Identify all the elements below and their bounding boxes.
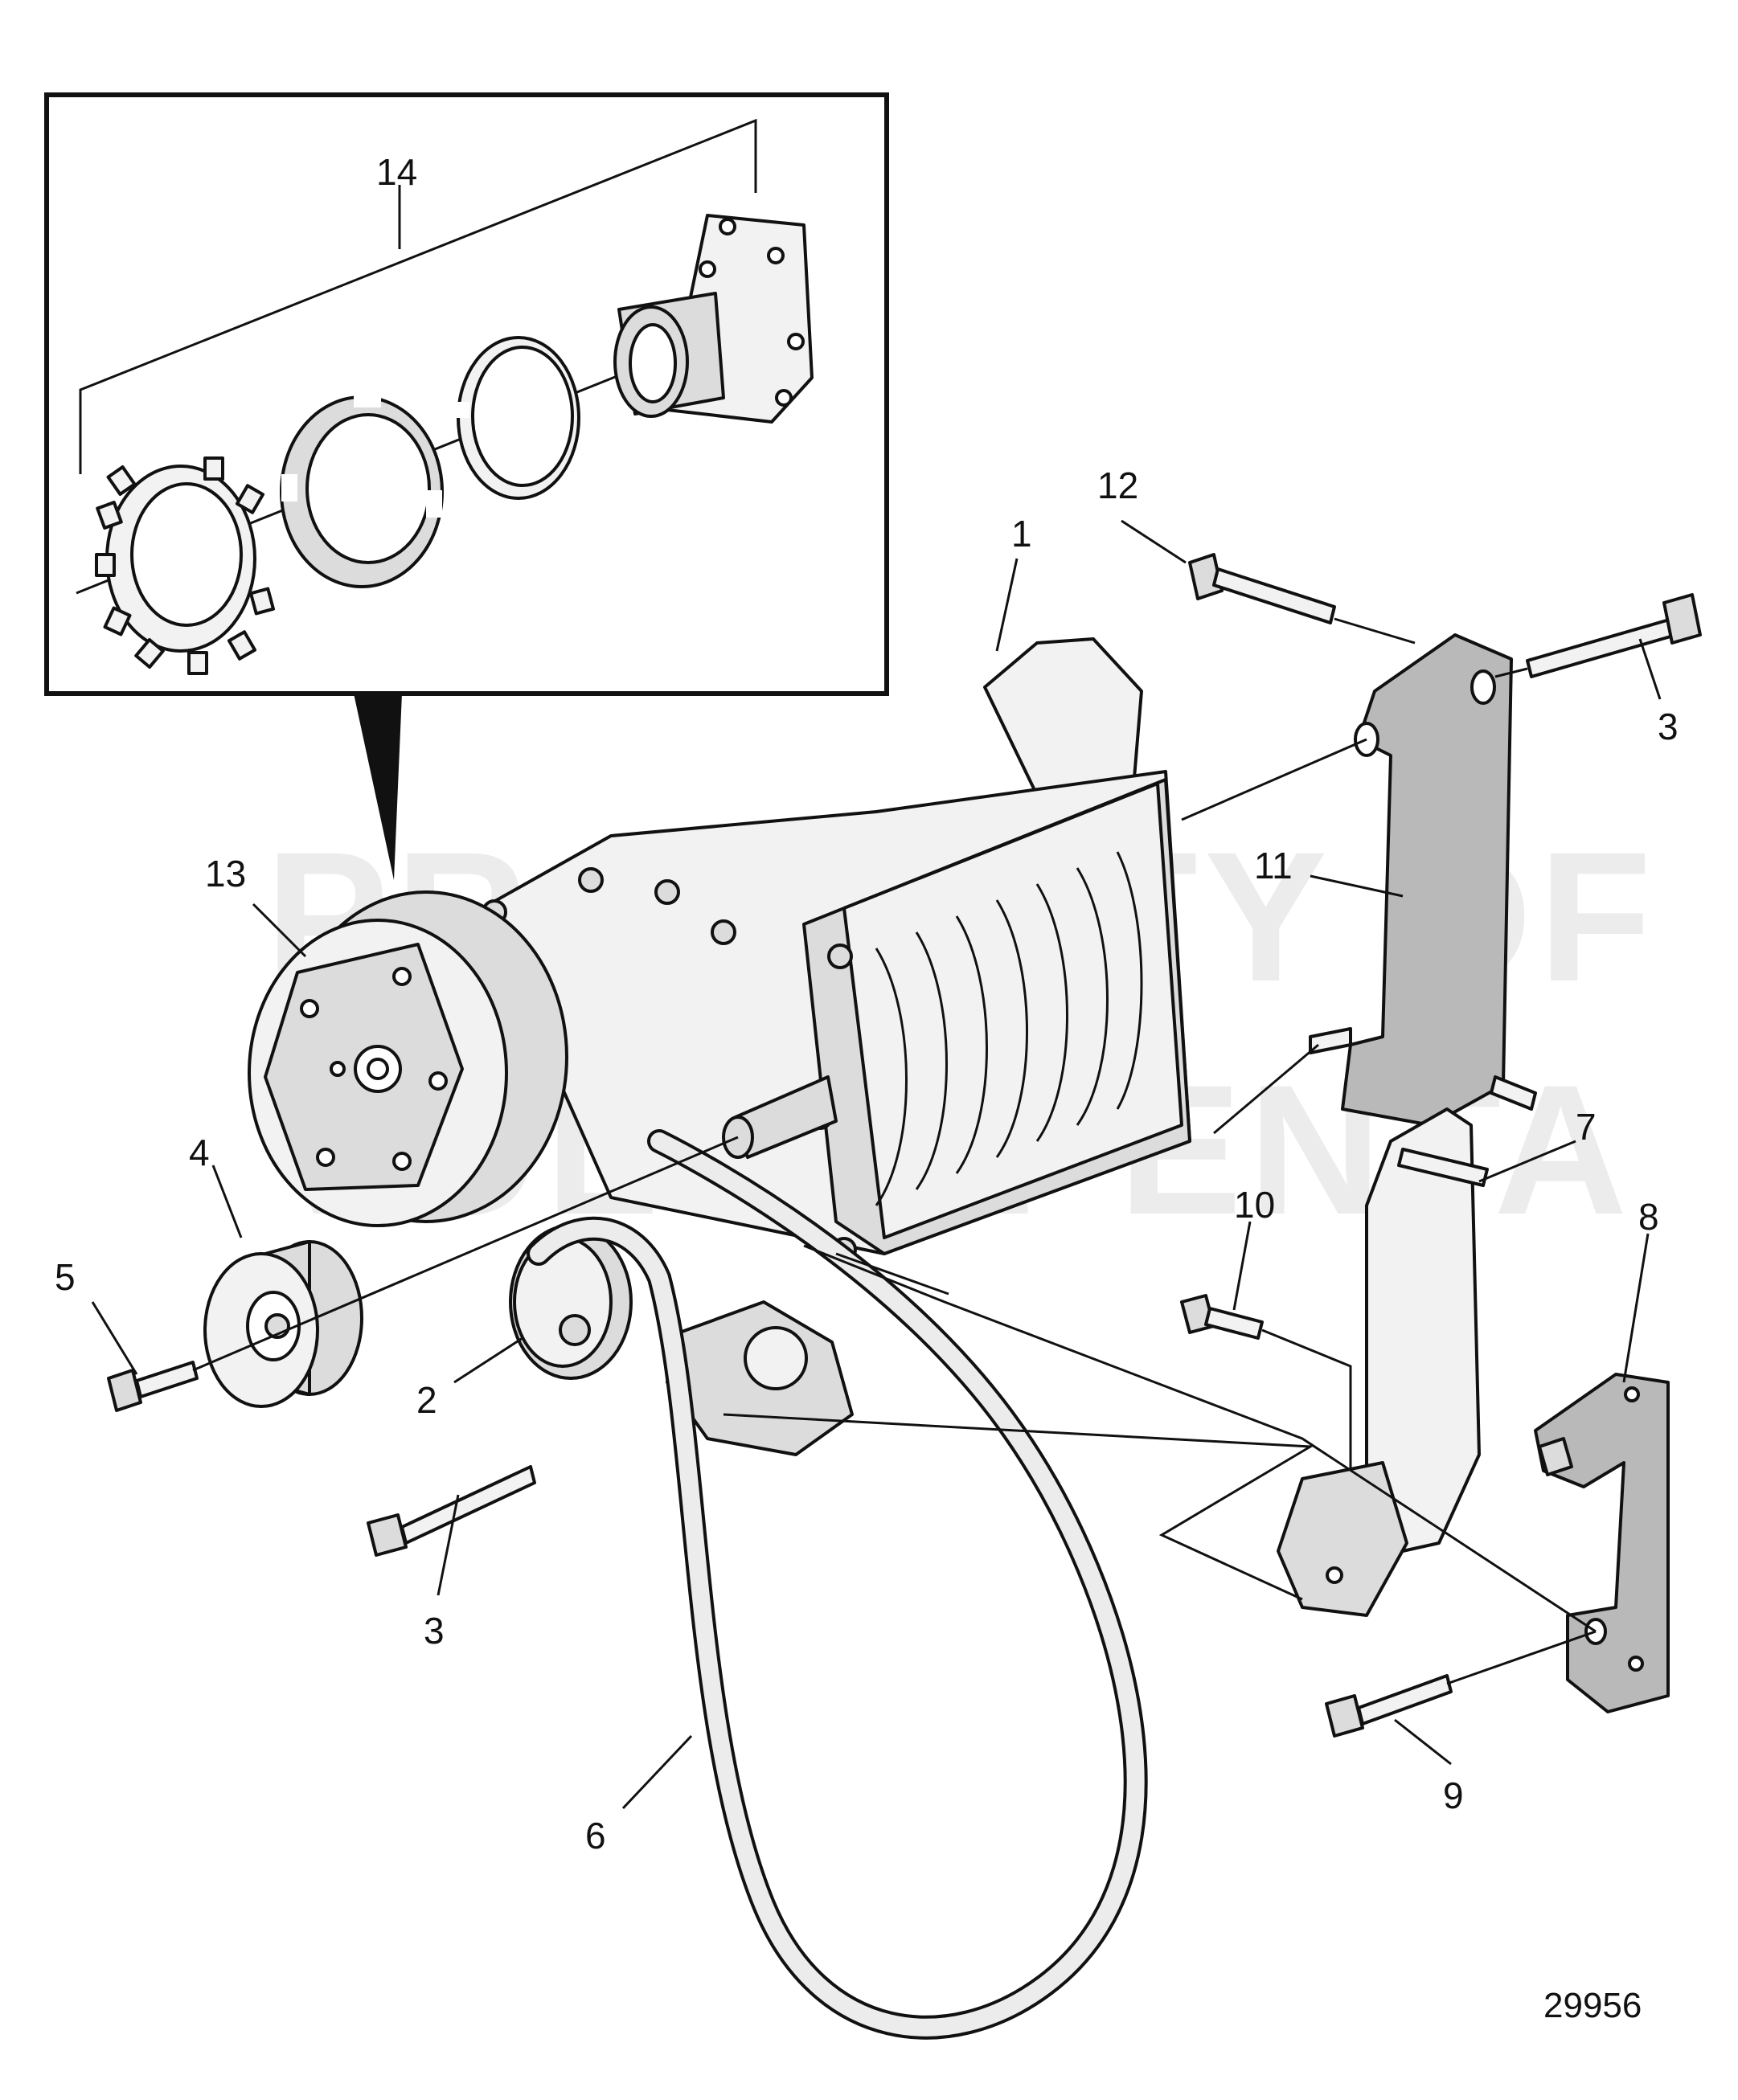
snap-ring <box>455 336 580 500</box>
tab-washer <box>95 456 275 675</box>
tab-washer-hole <box>130 482 243 627</box>
callout-9: 9 <box>1443 1775 1464 1816</box>
callout-leaders <box>91 519 1662 1810</box>
drive-belt-face <box>530 1132 1145 2037</box>
bolt-3-lower <box>367 1465 536 1557</box>
callout-8: 8 <box>1638 1196 1659 1238</box>
callout-2: 2 <box>416 1379 437 1421</box>
slotted-nut <box>280 390 444 588</box>
callout-labels: 1 2 3 3 4 5 6 7 8 9 10 11 12 13 14 <box>55 151 1679 1856</box>
alignment-lines <box>192 617 1597 1685</box>
bolt-5 <box>107 1361 199 1412</box>
group-bracket-14 <box>79 118 757 474</box>
bolt-9 <box>1325 1674 1453 1738</box>
drawing-number: 29956 <box>1543 1986 1642 2025</box>
bearing-housing <box>613 214 814 424</box>
intercooler-core <box>842 782 1183 1239</box>
callout-14: 14 <box>376 151 417 193</box>
cooling-fins <box>875 851 1143 1206</box>
snap-ring-inner <box>471 346 574 487</box>
callout-3-lower: 3 <box>424 1610 445 1652</box>
inset-pointer <box>354 694 402 880</box>
bolt-3-upper <box>1526 593 1702 678</box>
callout-10: 10 <box>1234 1184 1275 1226</box>
detail-inset <box>44 92 889 880</box>
callout-12: 12 <box>1097 465 1138 506</box>
callout-3-upper: 3 <box>1658 706 1679 747</box>
callout-1: 1 <box>1011 513 1032 555</box>
callout-6: 6 <box>585 1815 606 1856</box>
bracket-8 <box>1534 1373 1670 1713</box>
callout-4: 4 <box>189 1132 210 1173</box>
slotted-nut-hole <box>305 413 431 564</box>
drive-belt <box>527 1129 1148 2040</box>
idler-pulley <box>203 1240 363 1408</box>
callout-5: 5 <box>55 1256 76 1298</box>
bracket-11 <box>1341 633 1513 1127</box>
bolt-12 <box>1188 553 1336 624</box>
clutch-pulley <box>248 890 568 1227</box>
callout-13: 13 <box>205 853 246 894</box>
bolt-10 <box>1180 1294 1264 1340</box>
callout-11: 11 <box>1254 845 1293 886</box>
callout-7: 7 <box>1576 1106 1597 1148</box>
